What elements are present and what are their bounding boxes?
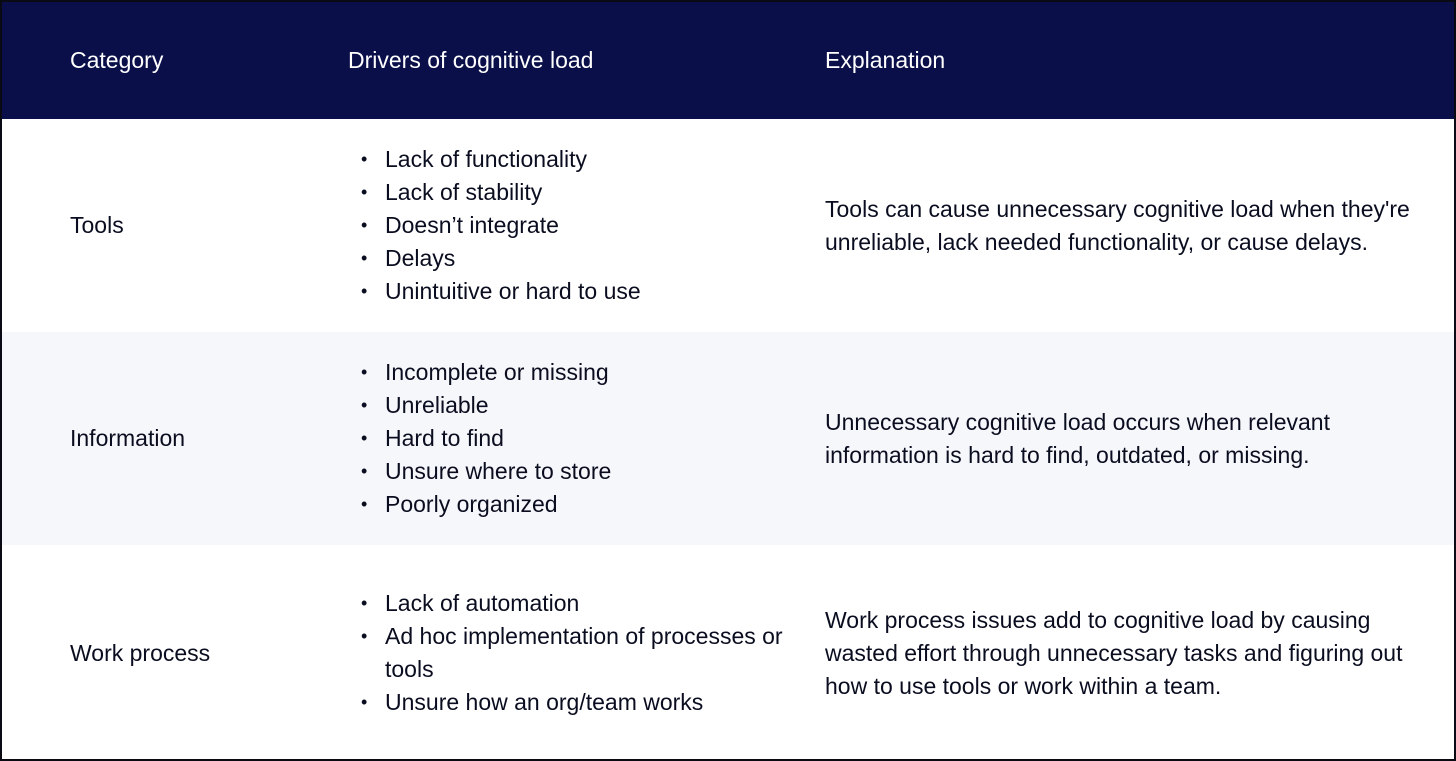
header-category: Category bbox=[70, 47, 164, 73]
category-cell: Work process bbox=[70, 545, 340, 759]
category-cell: Tools bbox=[70, 119, 340, 332]
drivers-cell: Lack of functionality Lack of stability … bbox=[358, 119, 788, 332]
driver-item: Hard to find bbox=[358, 422, 611, 455]
driver-item: Unsure where to store bbox=[358, 455, 611, 488]
driver-item: Delays bbox=[358, 242, 641, 275]
driver-item: Unintuitive or hard to use bbox=[358, 275, 641, 308]
category-cell: Information bbox=[70, 332, 340, 545]
driver-item: Unsure how an org/team works bbox=[358, 686, 788, 719]
explanation-text: Work process issues add to cognitive loa… bbox=[825, 606, 1403, 699]
drivers-cell: Incomplete or missing Unreliable Hard to… bbox=[358, 332, 788, 545]
explanation-text: Tools can cause unnecessary cognitive lo… bbox=[825, 195, 1410, 255]
driver-item: Ad hoc implementation of processes or to… bbox=[358, 620, 788, 686]
driver-item: Lack of functionality bbox=[358, 143, 641, 176]
header-drivers: Drivers of cognitive load bbox=[348, 47, 594, 73]
table-row: Work process Lack of automation Ad hoc i… bbox=[2, 545, 1454, 759]
table-header: Category Drivers of cognitive load Expla… bbox=[2, 2, 1454, 119]
category-label: Information bbox=[70, 425, 186, 451]
table-row: Information Incomplete or missing Unreli… bbox=[2, 332, 1454, 545]
driver-item: Doesn’t integrate bbox=[358, 209, 641, 242]
explanation-text: Unnecessary cognitive load occurs when r… bbox=[825, 408, 1330, 468]
table-row: Tools Lack of functionality Lack of stab… bbox=[2, 119, 1454, 332]
explanation-cell: Work process issues add to cognitive loa… bbox=[825, 545, 1415, 759]
drivers-list: Incomplete or missing Unreliable Hard to… bbox=[358, 356, 611, 521]
explanation-cell: Unnecessary cognitive load occurs when r… bbox=[825, 332, 1415, 545]
category-label: Work process bbox=[70, 639, 211, 666]
explanation-cell: Tools can cause unnecessary cognitive lo… bbox=[825, 119, 1415, 332]
driver-item: Incomplete or missing bbox=[358, 356, 611, 389]
header-explanation: Explanation bbox=[825, 47, 946, 73]
drivers-list: Lack of automation Ad hoc implementation… bbox=[358, 587, 788, 719]
drivers-cell: Lack of automation Ad hoc implementation… bbox=[358, 545, 788, 759]
driver-item: Lack of stability bbox=[358, 176, 641, 209]
category-label: Tools bbox=[70, 212, 124, 238]
driver-item: Poorly organized bbox=[358, 488, 611, 521]
driver-item: Unreliable bbox=[358, 389, 611, 422]
drivers-list: Lack of functionality Lack of stability … bbox=[358, 143, 641, 308]
driver-item: Lack of automation bbox=[358, 587, 788, 620]
